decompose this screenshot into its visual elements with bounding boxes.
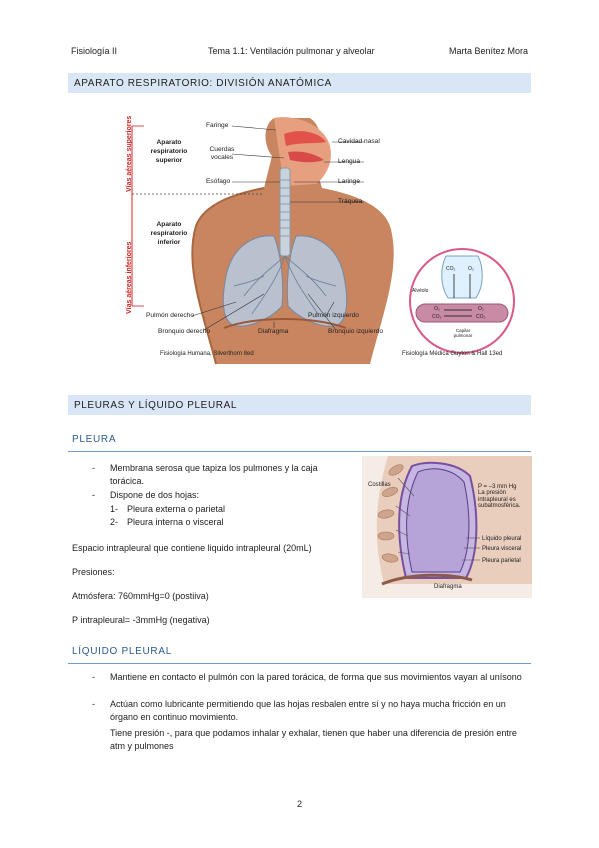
subitem-text: Pleura interna o visceral <box>127 517 224 527</box>
label-pressure: P = –3 mm Hg <box>478 484 517 490</box>
subheading-pleura: PLEURA <box>72 434 117 445</box>
inset-alveolo-label: Alvéolo <box>412 288 429 294</box>
pleura-illustration <box>362 456 532 598</box>
respiratory-illustration <box>131 117 394 365</box>
label-traquea: Tráquea <box>338 198 363 205</box>
label-pleura-parietal: Pleura parietal <box>482 558 521 564</box>
caption-silverthorn: Fisiología Humana, Silverthorn 8ed <box>160 351 254 357</box>
vias-inferiores-label: Vías aéreas inferiores <box>126 241 133 314</box>
inset-o2-left: O₂ <box>434 306 440 312</box>
section-heading-division-anatomica: APARATO RESPIRATORIO: DIVISIÓN ANATÓMICA <box>68 73 531 93</box>
inset-co2-top: CO₂ <box>446 266 456 272</box>
inset-co2-left: CO₂ <box>432 314 442 320</box>
label-bronquio-derecho: Bronquio derecho <box>158 328 211 335</box>
header-right: Marta Benítez Mora <box>448 46 528 56</box>
label-pulmon-izquierdo: Pulmón izquierdo <box>308 312 359 319</box>
header-center: Tema 1.1: Ventilación pulmonar y alveola… <box>208 46 375 56</box>
subheading-liquido-pleural: LÍQUIDO PLEURAL <box>72 646 172 657</box>
bullet-dash: - <box>92 463 95 473</box>
section-heading-pleuras: PLEURAS Y LÍQUIDO PLEURAL <box>68 395 531 415</box>
caption-guyton: Fisiología Médica Guyton & Hall 13ed <box>402 351 503 357</box>
header-left: Fisiología II <box>71 46 118 56</box>
label-laringe: Laringe <box>338 178 360 185</box>
liquido-bullet-1: Mantiene en contacto el pulmón con la pa… <box>110 672 522 682</box>
subitem-text: Pleura externa o parietal <box>127 504 226 514</box>
inset-co2-right: CO₂ <box>476 314 486 320</box>
liquido-bullet-2: Actúan como lubricante permitiendo que l… <box>110 699 506 722</box>
inset-o2-top: O₂ <box>468 266 474 272</box>
label-bronquio-izquierdo: Bronquio izquierdo <box>328 328 383 335</box>
lower-tract-label: Aparato respiratorio inferior <box>150 221 188 246</box>
pleura-figure: Costillas P = –3 mm Hg La presión intrap… <box>362 456 532 598</box>
label-pleura-visceral: Pleura visceral <box>482 546 522 552</box>
subitem-number: 2- <box>110 517 119 527</box>
inset-o2-right: O₂ <box>478 306 484 312</box>
label-diafragma: Diafragma <box>258 328 289 335</box>
pleura-paragraph: P intrapleural= -3mmHg (negativa) <box>72 615 210 625</box>
label-pressure-note: La presión intrapleural es subatmosféric… <box>478 490 521 509</box>
section-title: APARATO RESPIRATORIO: DIVISIÓN ANATÓMICA <box>74 77 332 89</box>
vias-superiores-label: Vías aéreas superiores <box>126 115 133 192</box>
pleura-paragraph: Espacio intrapleural que contiene liquid… <box>72 543 312 553</box>
pleura-paragraph: Presiones: <box>72 567 115 577</box>
subheading-underline <box>68 663 531 664</box>
page-number: 2 <box>296 799 302 809</box>
label-pulmon-derecho: Pulmón derecho <box>146 312 195 319</box>
respiratory-anatomy-figure: Vías aéreas superiores Vías aéreas infer… <box>124 116 534 366</box>
inset-capilar-label: Capilar pulmonar <box>453 328 473 338</box>
subheading-underline <box>68 451 531 452</box>
label-lengua: Lengua <box>338 158 361 165</box>
label-cavidad-nasal: Cavidad nasal <box>338 138 380 145</box>
alveolus-inset: CO₂ O₂ Alvéolo O₂ O₂ CO₂ CO₂ Capilar pul… <box>402 246 526 356</box>
label-diafragma-pleura: Diafragma <box>434 584 462 590</box>
label-costillas: Costillas <box>368 482 391 488</box>
subitem-number: 1- <box>110 504 119 514</box>
bullet-dash: - <box>92 672 95 682</box>
label-liquido-pleural: Líquido pleural <box>482 536 522 542</box>
label-esofago: Esófago <box>206 178 231 185</box>
pleura-paragraph: Atmósfera: 760mmHg=0 (postiiva) <box>72 591 209 601</box>
pleura-bullet-1: Membrana serosa que tapiza los pulmones … <box>110 463 318 486</box>
section-title: PLEURAS Y LÍQUIDO PLEURAL <box>74 399 238 411</box>
label-cuerdas-vocales: Cuerdas vocales <box>209 146 235 161</box>
upper-tract-label: Aparato respiratorio superior <box>150 139 188 164</box>
pleura-bullet-2: Dispone de dos hojas: <box>110 490 200 500</box>
liquido-extra: Tiene presión -, para que podamos inhala… <box>110 728 517 751</box>
label-faringe: Faringe <box>206 122 229 129</box>
bullet-dash: - <box>92 490 95 500</box>
alveolus-illustration <box>409 248 515 354</box>
bullet-dash: - <box>92 699 95 709</box>
